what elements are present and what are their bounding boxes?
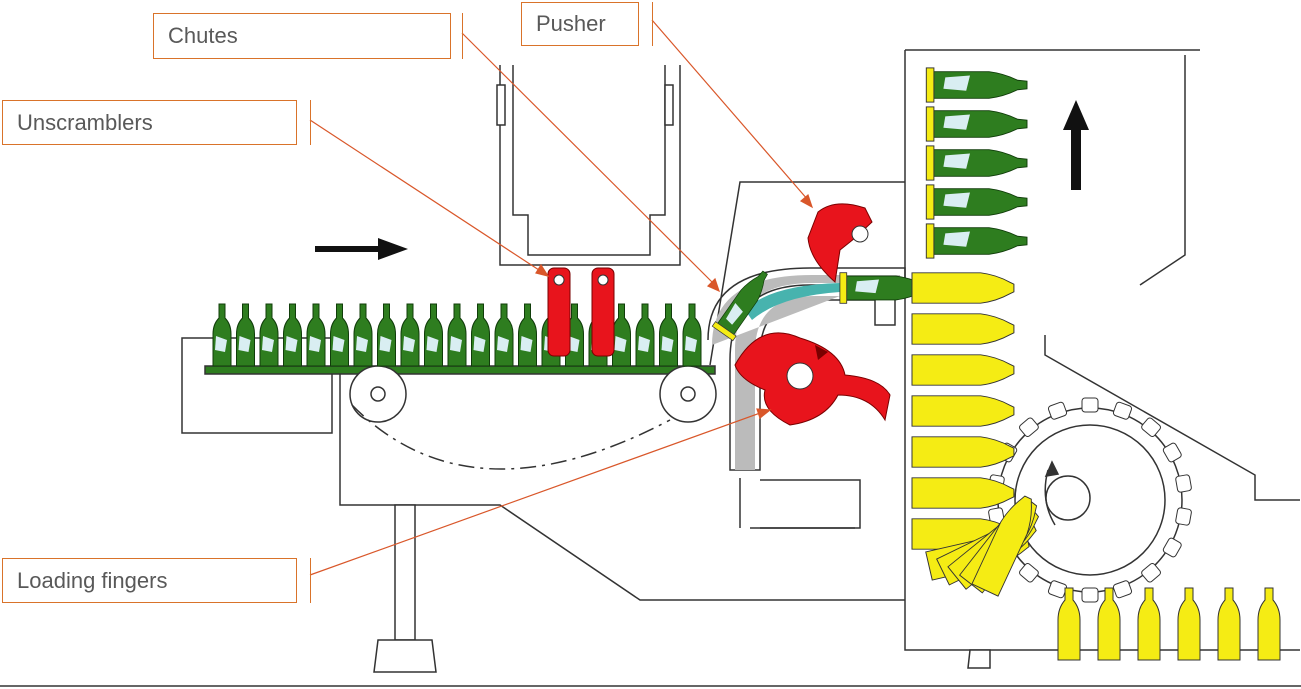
chutes-label-text: Chutes — [168, 23, 238, 48]
green-bottle — [259, 303, 279, 367]
green-bottle-horizontal — [925, 106, 1028, 142]
conveyor-direction-arrow — [315, 238, 408, 260]
wheel-tooth — [1047, 401, 1068, 420]
wheel-tooth — [1175, 507, 1192, 526]
green-bottle — [424, 303, 443, 367]
chutes-frame — [496, 65, 681, 266]
yellow-bottle — [911, 436, 1015, 468]
yellow-bottle — [911, 477, 1015, 509]
chutes-label-tick — [462, 13, 463, 59]
green-bottle — [330, 303, 349, 367]
unscramblers — [547, 267, 615, 357]
upward-arrow — [1063, 100, 1089, 190]
wheel-tooth — [1081, 397, 1099, 413]
yellow-bottle — [911, 272, 1015, 304]
unscramblers-label: Unscramblers — [2, 100, 297, 145]
yellow-bottle — [911, 354, 1015, 386]
conveyor-bottles — [212, 303, 702, 367]
green-bottle — [377, 303, 396, 367]
wheel-tooth — [1019, 417, 1039, 438]
pusher-label: Pusher — [521, 2, 639, 46]
yellow-bottle — [911, 395, 1015, 427]
wheel-tooth — [1081, 587, 1099, 603]
green-bottle-horizontal — [925, 67, 1028, 103]
wheel-tooth — [1162, 442, 1182, 463]
green-bottle-horizontal — [925, 184, 1028, 220]
yellow-bottle-upright — [1257, 587, 1281, 661]
chutes-label: Chutes — [153, 13, 451, 59]
unscramblers-label-text: Unscramblers — [17, 109, 153, 135]
wheel-tooth — [1141, 562, 1161, 583]
loading-fingers-label: Loading fingers — [2, 558, 297, 603]
pusher-label-text: Pusher — [536, 11, 606, 36]
green-bottle — [518, 303, 537, 367]
green-bottle — [447, 303, 467, 367]
leader-lines — [309, 19, 814, 576]
green-bottle — [353, 303, 373, 367]
yellow-bottle-upright — [1177, 587, 1201, 661]
pusher-label-tick — [652, 2, 653, 46]
green-bottle — [283, 303, 302, 367]
green-bottle — [471, 303, 490, 367]
wheel-tooth — [1019, 562, 1039, 583]
yellow-bottle-upright — [1137, 587, 1161, 661]
yellow-bottle — [911, 313, 1015, 345]
green-bottle — [212, 303, 232, 367]
green-bottle — [236, 303, 255, 367]
green-bottle — [400, 303, 420, 367]
yellow-bottle-upright — [1217, 587, 1241, 661]
wheel-tooth — [1112, 580, 1133, 599]
green-bottle-horizontal — [925, 223, 1028, 259]
green-bottle — [659, 303, 678, 367]
wheel-tooth — [1175, 474, 1192, 493]
green-bottle — [682, 303, 702, 367]
loading-fingers-rotor — [734, 332, 891, 426]
green-bottle — [635, 303, 655, 367]
pusher — [807, 203, 873, 283]
green-bottle — [612, 303, 631, 367]
yellow-bottle-upright — [1057, 587, 1081, 661]
unscramblers-label-tick — [310, 100, 311, 145]
wheel-tooth — [1112, 401, 1133, 420]
wheel-tooth — [1162, 537, 1182, 558]
loading-fingers-label-tick — [310, 558, 311, 603]
loading-fingers-label-text: Loading fingers — [17, 567, 168, 593]
green-bottle — [494, 303, 514, 367]
stack-bottles — [925, 67, 1028, 259]
yellow-bottle-upright — [1097, 587, 1121, 661]
green-bottle — [306, 303, 326, 367]
green-bottle-horizontal — [925, 145, 1028, 181]
wheel-tooth — [1141, 417, 1161, 438]
